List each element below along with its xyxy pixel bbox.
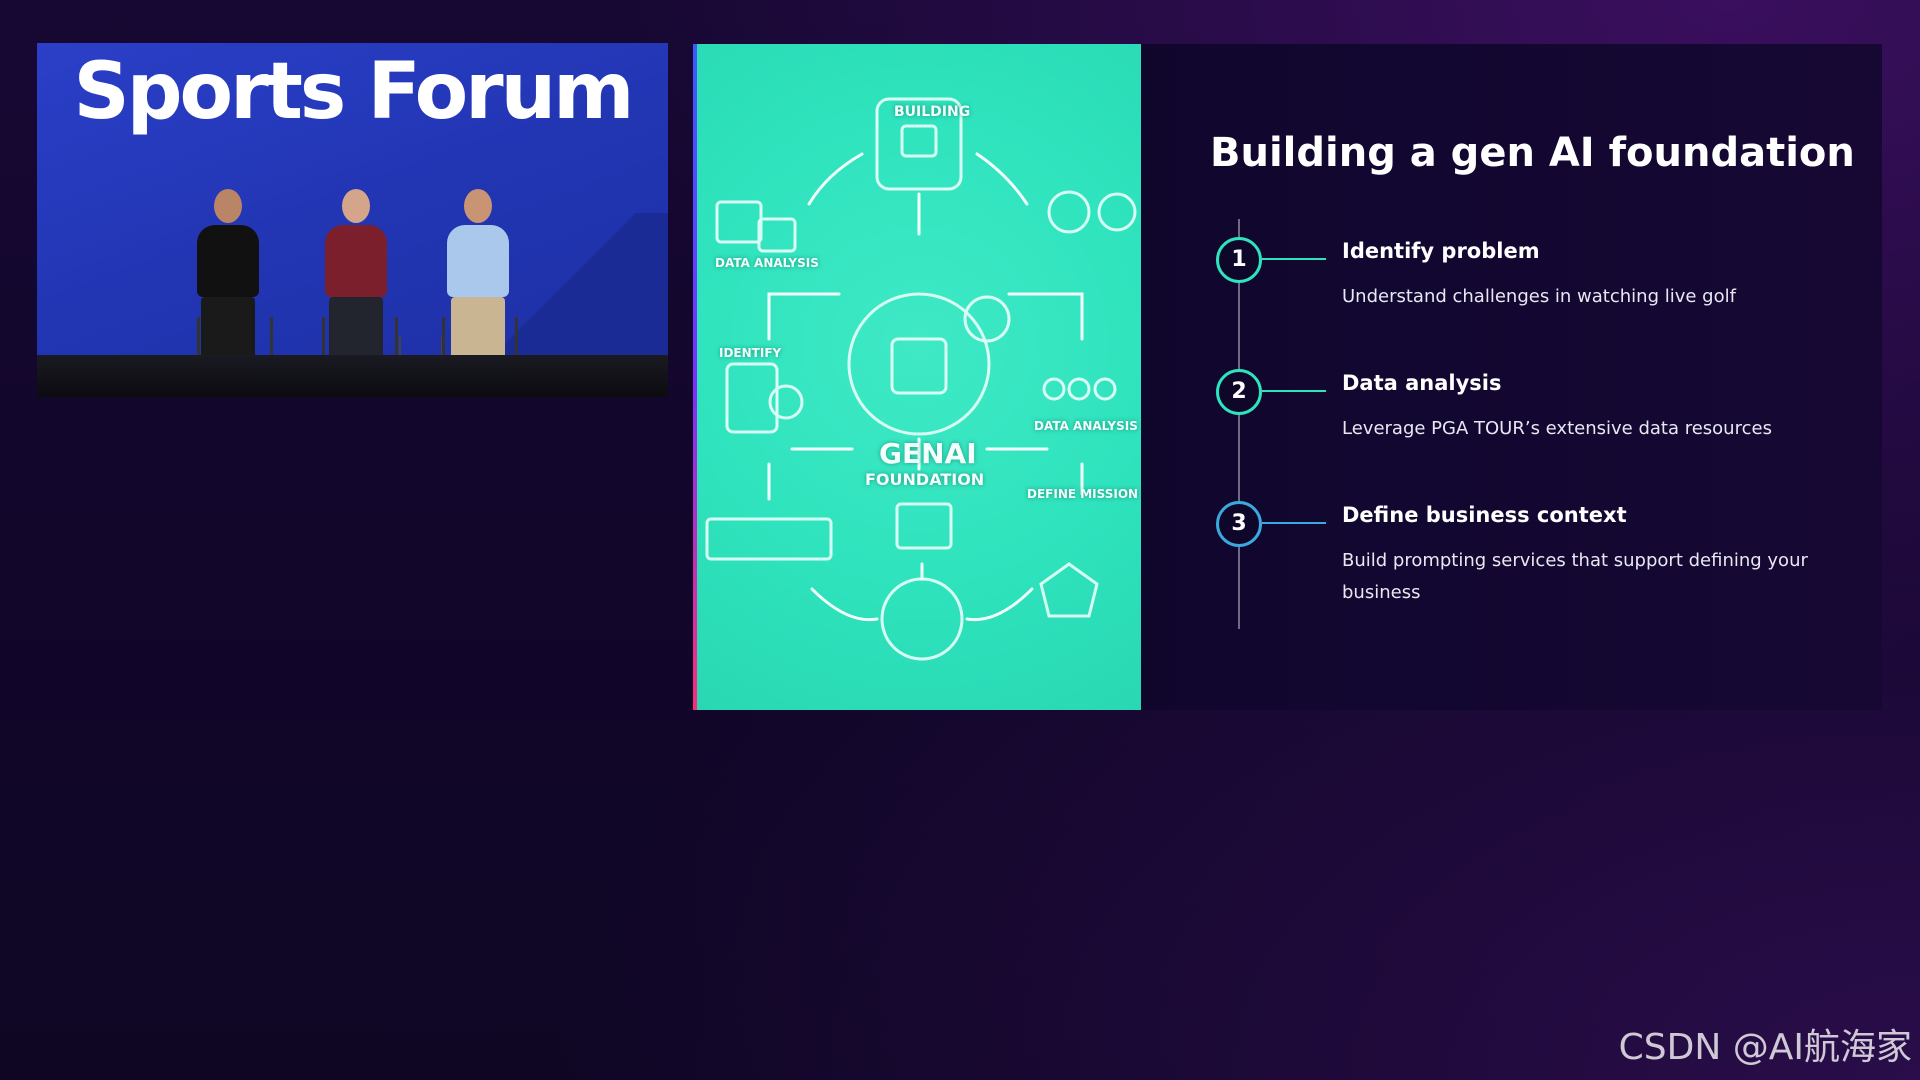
slide-accent-edge bbox=[693, 44, 697, 710]
timeline-line bbox=[1238, 219, 1240, 629]
speaker-video-feed: Sports Forum bbox=[37, 43, 668, 397]
infographic-label-data-analysis-left: DATA ANALYSIS bbox=[715, 256, 819, 270]
infographic-label-foundation: FOUNDATION bbox=[865, 470, 985, 489]
step-description: Leverage PGA TOUR’s extensive data resou… bbox=[1342, 418, 1772, 439]
infographic-label-define-mission: DEFINE MISSION bbox=[1027, 487, 1139, 501]
infographic-diagram bbox=[705, 97, 1137, 661]
infographic-label-building: BUILDING bbox=[894, 104, 971, 120]
step-heading: Data analysis bbox=[1342, 371, 1502, 395]
speaker-right bbox=[447, 189, 509, 359]
infographic-label-genai: GENAI bbox=[879, 437, 977, 470]
step-description: Understand challenges in watching live g… bbox=[1342, 286, 1736, 307]
step-connector-line bbox=[1262, 522, 1326, 524]
speaker-center bbox=[325, 189, 387, 359]
step-heading: Identify problem bbox=[1342, 239, 1540, 263]
infographic-label-data-analysis-right: DATA ANALYSIS bbox=[1034, 419, 1138, 433]
presentation-slide: BUILDING DATA ANALYSIS IDENTIFY DATA ANA… bbox=[693, 44, 1882, 710]
step-number-badge: 3 bbox=[1216, 501, 1262, 547]
step-number-badge: 2 bbox=[1216, 369, 1262, 415]
genai-foundation-infographic: BUILDING DATA ANALYSIS IDENTIFY DATA ANA… bbox=[697, 44, 1141, 710]
csdn-watermark: CSDN @AI航海家 bbox=[1618, 1027, 1912, 1068]
sports-forum-banner: Sports Forum bbox=[73, 47, 635, 137]
slide-title: Building a gen AI foundation bbox=[1210, 130, 1855, 176]
infographic-label-identify: IDENTIFY bbox=[719, 346, 782, 360]
step-number-badge: 1 bbox=[1216, 237, 1262, 283]
step-heading: Define business context bbox=[1342, 503, 1627, 527]
step-description: Build prompting services that support de… bbox=[1342, 550, 1808, 603]
speaker-left bbox=[197, 189, 259, 359]
step-connector-line bbox=[1262, 258, 1326, 260]
stage-floor bbox=[37, 355, 668, 397]
step-connector-line bbox=[1262, 390, 1326, 392]
